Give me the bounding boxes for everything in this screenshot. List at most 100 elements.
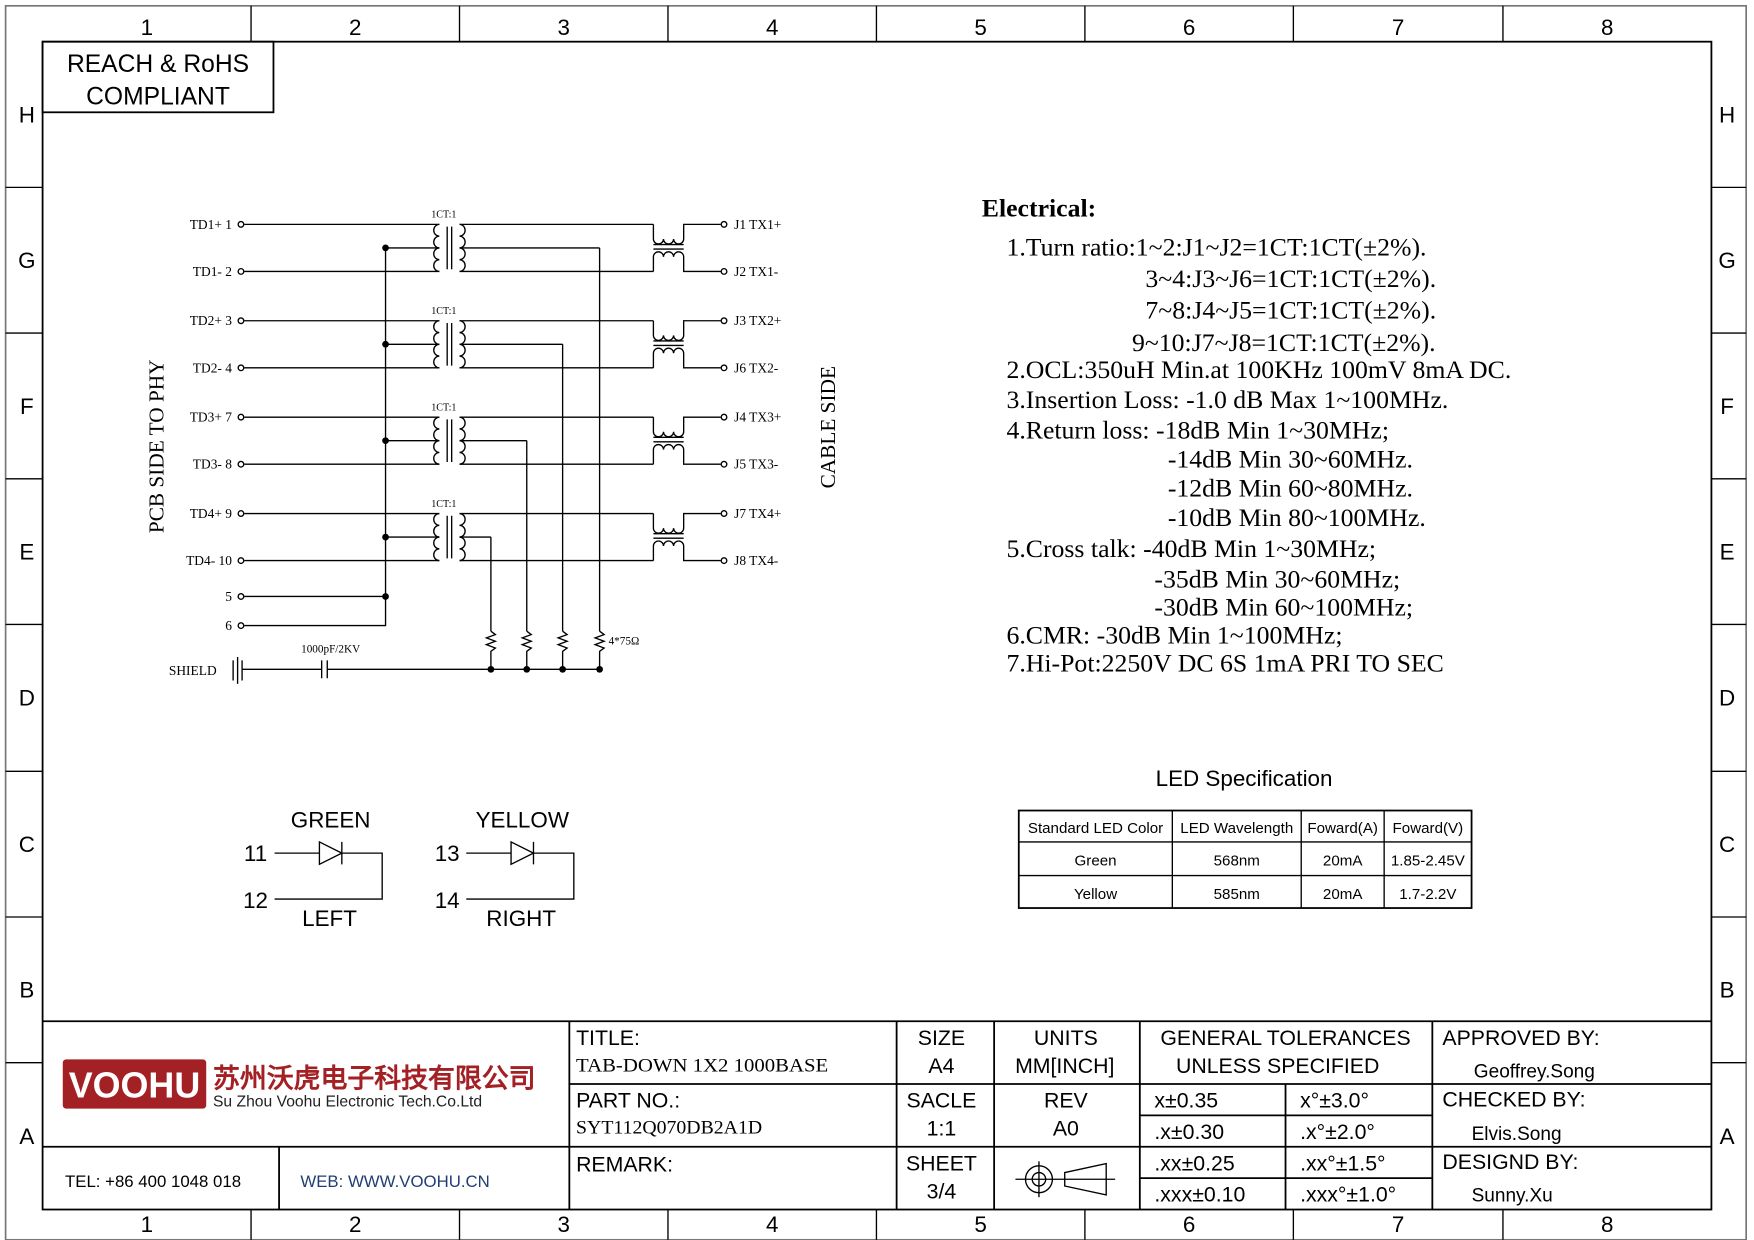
table-header-cell: Foward(V) xyxy=(1393,820,1464,837)
size-label: SIZE xyxy=(918,1026,965,1050)
tolerance-linear: .xx±0.25 xyxy=(1154,1151,1234,1175)
electrical-spec-line: 6.CMR: -30dB Min 1~100MHz; xyxy=(1006,621,1342,650)
pin-terminal xyxy=(237,364,245,372)
pin-label-right: J6 TX2- xyxy=(734,360,778,375)
secondary-wires xyxy=(459,512,654,562)
units-value: MM[INCH] xyxy=(1015,1054,1114,1078)
electrical-spec-line: 4.Return loss: -18dB Min 1~30MHz; xyxy=(1006,415,1389,444)
size-value: A4 xyxy=(928,1054,954,1078)
projection-symbol-icon xyxy=(1015,1161,1116,1198)
electrical-spec-line: 1.Turn ratio:1~2:J1~J2=1CT:1CT(±2%). xyxy=(1006,233,1426,262)
center-tap-bus xyxy=(244,247,387,627)
choke-core xyxy=(653,243,684,250)
column-marker-top: 4 xyxy=(766,15,778,40)
electrical-spec-line: 9~10:J7~J8=1CT:1CT(±2%). xyxy=(1132,328,1436,357)
transformer-ratio-label: 1CT:1 xyxy=(431,210,456,221)
capacitor-label: 1000pF/2KV xyxy=(301,644,360,656)
transformer-core xyxy=(446,322,453,366)
column-marker-bottom: 1 xyxy=(141,1212,153,1237)
table-cell: 585nm xyxy=(1214,886,1260,903)
column-marker-bottom: 6 xyxy=(1183,1212,1195,1237)
company-name-cn: 苏州沃虎电子科技有限公司 xyxy=(213,1063,536,1093)
table-cell: 20mA xyxy=(1323,886,1363,903)
column-marker-top: 8 xyxy=(1601,15,1613,40)
transformer-channel xyxy=(244,223,721,273)
primary-coil xyxy=(433,512,440,562)
row-marker-left: B xyxy=(19,978,34,1003)
led-diode-icon xyxy=(466,840,575,900)
pin-terminal xyxy=(237,557,245,565)
column-marker-bottom: 8 xyxy=(1601,1212,1613,1237)
title-value: TAB-DOWN 1X2 1000BASE xyxy=(576,1056,828,1077)
row-marker-right: B xyxy=(1720,978,1735,1003)
pin-label-left: TD2+ 3 xyxy=(190,313,233,328)
column-marker-top: 6 xyxy=(1183,15,1195,40)
led-diode-icon xyxy=(274,840,383,900)
title-label: TITLE: xyxy=(576,1026,640,1050)
pin-label-left: TD4- 10 xyxy=(186,553,232,568)
electrical-spec-line: -10dB Min 80~100MHz. xyxy=(1168,503,1426,532)
secondary-wires xyxy=(459,223,654,273)
primary-coil xyxy=(433,416,440,465)
rev-value: A0 xyxy=(1053,1117,1079,1141)
checked-label: CHECKED BY: xyxy=(1442,1087,1585,1111)
resistor-icon xyxy=(484,630,498,670)
remark-label: REMARK: xyxy=(576,1152,673,1176)
table-header-cell: Foward(A) xyxy=(1307,820,1378,837)
table-header-cell: Standard LED Color xyxy=(1028,820,1163,837)
led-pin-b: 14 xyxy=(435,888,460,913)
row-marker-left: F xyxy=(20,394,34,419)
tolerance-angular: .x°±2.0° xyxy=(1300,1120,1375,1144)
row-marker-left: H xyxy=(19,102,35,127)
tolerance-linear: .x±0.30 xyxy=(1154,1120,1224,1144)
column-marker-bottom: 3 xyxy=(558,1212,570,1237)
table-cell: Green xyxy=(1075,852,1117,869)
tolerance-angular: .xx°±1.5° xyxy=(1300,1151,1385,1175)
led-position-label: RIGHT xyxy=(486,906,556,931)
electrical-specs: Electrical: 1.Turn ratio:1~2:J1~J2=1CT:1… xyxy=(982,194,1511,678)
pin-label-left: 6 xyxy=(225,618,232,633)
electrical-spec-line: -35dB Min 30~60MHz; xyxy=(1154,564,1400,593)
choke-winding-top xyxy=(652,223,721,245)
pin-label-right: J5 TX3- xyxy=(734,457,778,472)
column-marker-bottom: 2 xyxy=(349,1212,361,1237)
row-marker-left: C xyxy=(19,832,35,857)
electrical-spec-line: 7~8:J4~J5=1CT:1CT(±2%). xyxy=(1145,296,1436,325)
choke-winding-bottom xyxy=(652,540,721,562)
transformer-channel xyxy=(244,320,721,369)
choke-winding-top xyxy=(652,416,721,438)
units-label: UNITS xyxy=(1034,1026,1098,1050)
column-marker-top: 2 xyxy=(349,15,361,40)
compliance-line2: COMPLIANT xyxy=(86,83,230,110)
pin-terminal xyxy=(237,622,245,630)
row-marker-right: H xyxy=(1719,102,1735,127)
sheet-value: 3/4 xyxy=(927,1179,957,1203)
row-marker-left: E xyxy=(19,539,34,564)
scale-value: 1:1 xyxy=(927,1117,957,1141)
led-position-label: LEFT xyxy=(302,906,357,931)
pin-label-right: J3 TX2+ xyxy=(734,313,781,328)
led-color-label: YELLOW xyxy=(476,807,570,832)
web-link[interactable]: WEB: WWW.VOOHU.CN xyxy=(300,1172,489,1191)
choke-winding-top xyxy=(652,320,721,341)
pin-label-right: J2 TX1- xyxy=(734,264,778,279)
choke-winding-top xyxy=(652,512,721,534)
row-marker-left: A xyxy=(19,1124,34,1149)
primary-wires xyxy=(244,320,440,369)
pin-terminal-right xyxy=(720,557,728,565)
pin-terminal xyxy=(237,510,245,518)
electrical-spec-line: 3~4:J3~J6=1CT:1CT(±2%). xyxy=(1145,264,1436,293)
table-cell: 568nm xyxy=(1214,852,1260,869)
transformer-core xyxy=(446,515,453,559)
designed-value: Sunny.Xu xyxy=(1472,1186,1553,1207)
pin-terminal-right xyxy=(720,267,728,275)
shield-capacitor-wire xyxy=(232,656,600,684)
electrical-spec-line: 7.Hi-Pot:2250V DC 6S 1mA PRI TO SEC xyxy=(1006,649,1443,678)
table-border xyxy=(1017,809,1473,909)
compliance-box: REACH & RoHS COMPLIANT xyxy=(41,40,275,114)
transformer-ratio-label: 1CT:1 xyxy=(431,402,456,413)
checked-value: Elvis.Song xyxy=(1472,1124,1562,1145)
choke-winding-bottom xyxy=(652,251,721,273)
